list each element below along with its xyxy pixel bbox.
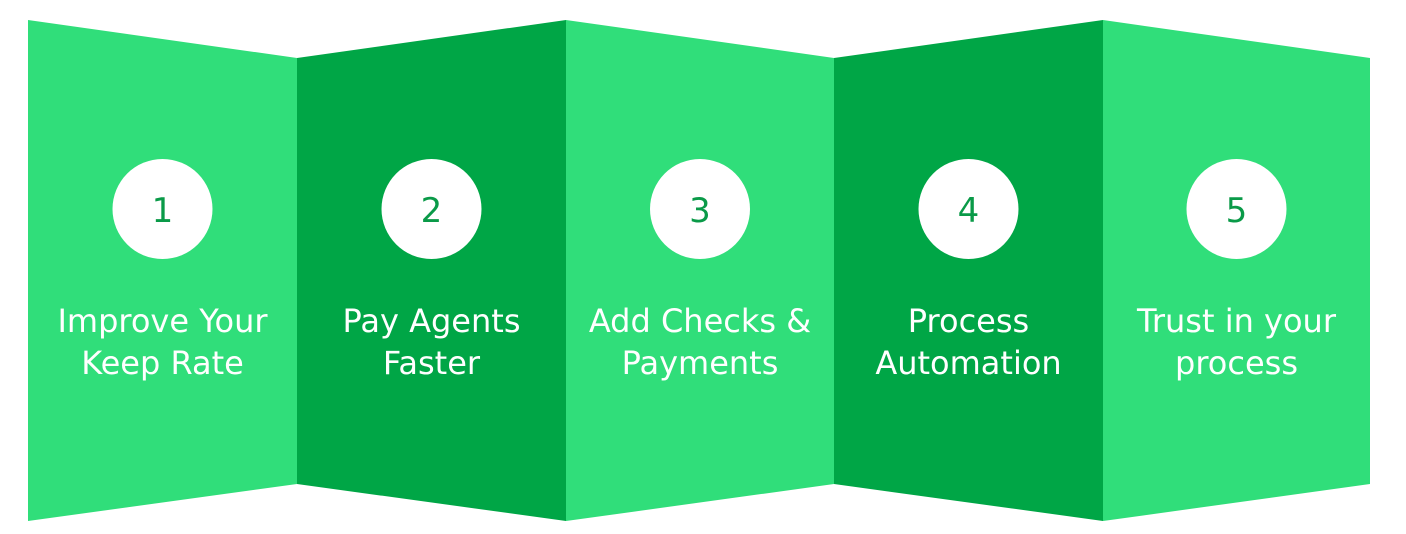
step-label-line: Add Checks & <box>589 302 811 340</box>
panel-step-4 <box>834 20 1103 521</box>
step-label-line: Pay Agents <box>343 302 521 340</box>
step-number: 1 <box>152 191 174 231</box>
step-number-circle <box>650 159 750 259</box>
panels-layer <box>28 20 1370 521</box>
step-number-circle <box>918 159 1019 259</box>
panel-step-2 <box>297 20 566 521</box>
step-label-line: Trust in your <box>1136 302 1337 340</box>
step-label-line: Payments <box>622 344 779 382</box>
step-number-circle <box>112 159 213 259</box>
panel-step-1 <box>28 20 297 521</box>
panel-step-5 <box>1103 20 1370 521</box>
step-label-line: Process <box>908 302 1029 340</box>
step-label-line: Improve Your <box>57 302 268 340</box>
step-label-line: Keep Rate <box>81 344 244 382</box>
step-number: 2 <box>421 191 443 231</box>
panel-step-3 <box>566 20 834 521</box>
step-label-line: Automation <box>875 344 1061 382</box>
step-label-line: Faster <box>383 344 481 382</box>
step-label-line: process <box>1175 344 1298 382</box>
step-number-circle <box>1186 159 1287 259</box>
step-number: 4 <box>958 191 980 231</box>
step-number: 5 <box>1226 191 1248 231</box>
step-number-circle <box>381 159 482 259</box>
step-number: 3 <box>689 191 711 231</box>
